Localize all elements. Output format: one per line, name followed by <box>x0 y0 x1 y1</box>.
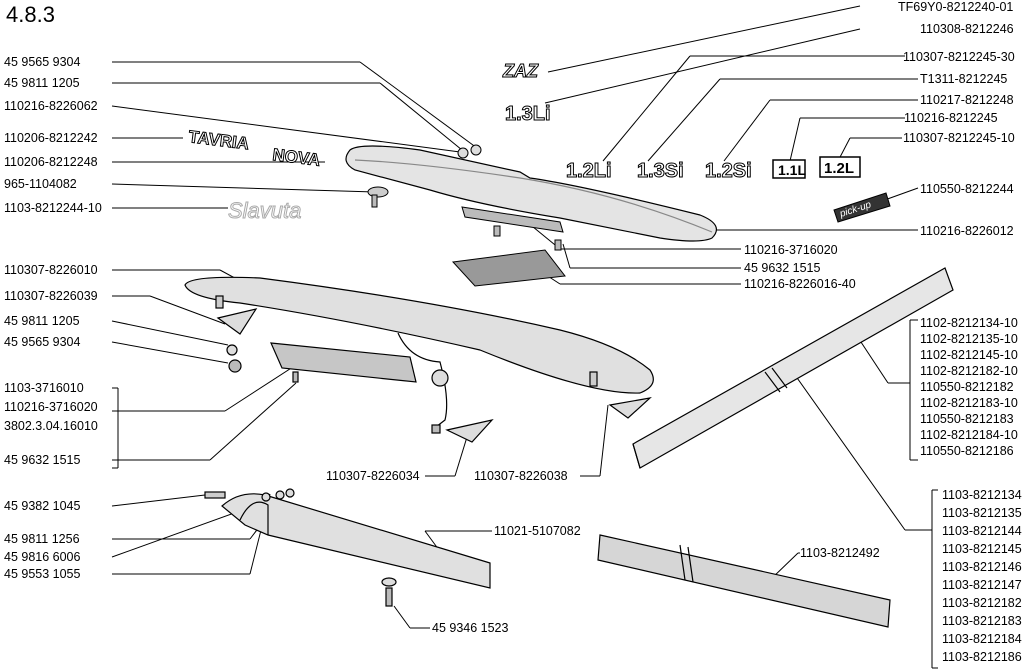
badge-slavuta: Slavuta <box>228 198 301 223</box>
group-right-a-item: 1102-8212145-10 <box>920 348 1018 362</box>
label-110206-8212248: 110206-8212248 <box>4 155 98 169</box>
label-110550-8212244: 110550-8212244 <box>920 182 1014 196</box>
badge-zaz: ZAZ <box>502 61 539 81</box>
label-110307-8226034: 110307-8226034 <box>326 469 420 483</box>
label-110216-8226012: 110216-8226012 <box>920 224 1014 238</box>
label-45-9553-1055: 45 9553 1055 <box>4 567 81 581</box>
label-45-9811-1205-top: 45 9811 1205 <box>4 76 80 90</box>
trim-strip-lower <box>597 534 891 628</box>
label-110216-3716020: 110216-3716020 <box>744 243 838 257</box>
group-left-part-numbers: 1103-3716010 110216-3716020 3802.3.04.16… <box>4 379 98 436</box>
label-45-9811-1205-mid: 45 9811 1205 <box>4 314 80 328</box>
label-110216-8212245: 110216-8212245 <box>904 111 998 125</box>
label-965-1104082: 965-1104082 <box>4 177 77 191</box>
group-left-item: 110216-3716020 <box>4 399 98 414</box>
label-110216-8226062: 110216-8226062 <box>4 99 98 113</box>
group-right-b-item: 1103-8212144 <box>942 524 1022 538</box>
label-110308-8212246: 110308-8212246 <box>920 22 1014 36</box>
label-45-9816-6006: 45 9816 6006 <box>4 550 81 564</box>
badge-13li: 1.3Li <box>505 103 551 125</box>
label-45-9565-9304-top: 45 9565 9304 <box>4 55 81 69</box>
label-45-9632-1515-top: 45 9632 1515 <box>744 261 821 275</box>
badge-pickup: pick-up <box>833 192 891 223</box>
label-45-9565-9304-mid: 45 9565 9304 <box>4 335 81 349</box>
label-1103-8212492: 1103-8212492 <box>800 546 880 560</box>
label-110307-8226038: 110307-8226038 <box>474 469 568 483</box>
group-right-a-item: 110550-8212186 <box>920 444 1014 458</box>
section-number: 4.8.3 <box>6 2 55 27</box>
label-45-9346-1523: 45 9346 1523 <box>432 621 509 635</box>
group-right-b-part-numbers: 1103-8212134 1103-8212135 1103-8212144 1… <box>942 486 1022 666</box>
group-right-b-item: 1103-8212183 <box>942 614 1022 628</box>
label-45-9632-1515-mid: 45 9632 1515 <box>4 453 81 467</box>
svg-text:1.2L: 1.2L <box>824 160 854 177</box>
trim-strip-upper <box>632 267 954 469</box>
group-right-b-item: 1103-8212184 <box>942 632 1022 646</box>
label-45-9382-1045: 45 9382 1045 <box>4 499 81 513</box>
badge-13si: 1.3Si <box>637 160 684 182</box>
badge-tavria: TAVRIA <box>188 127 251 153</box>
svg-text:1.1L: 1.1L <box>778 162 806 178</box>
group-right-b-item: 1103-8212186 <box>942 650 1022 664</box>
group-right-b-item: 1103-8212182 <box>942 596 1022 610</box>
group-left-item: 1103-3716010 <box>4 381 84 395</box>
group-right-a-item: 1102-8212182-10 <box>920 364 1018 378</box>
group-right-a-item: 1102-8212183-10 <box>920 396 1018 410</box>
label-t1311: T1311-8212245 <box>920 72 1008 86</box>
label-110217-8212248: 110217-8212248 <box>920 93 1014 107</box>
label-110216-8226016-40: 110216-8226016-40 <box>744 277 856 291</box>
upper-spoiler <box>345 145 718 242</box>
group-right-a-item: 110550-8212183 <box>920 412 1014 426</box>
main-spoiler <box>184 276 654 443</box>
group-right-a-item: 1102-8212184-10 <box>920 428 1018 442</box>
badge-11l: 1.1L <box>772 159 806 179</box>
badge-12si: 1.2Si <box>705 160 752 182</box>
label-110206-8212242: 110206-8212242 <box>4 131 98 145</box>
label-45-9811-1256: 45 9811 1256 <box>4 532 80 546</box>
badge-12li: 1.2Li <box>566 160 612 182</box>
label-110307-8212245-10: 110307-8212245-10 <box>903 131 1015 145</box>
group-right-a-item: 110550-8212182 <box>920 380 1014 394</box>
label-110307-8212245-30: 110307-8212245-30 <box>903 50 1015 64</box>
label-tf69y0: TF69Y0-8212240-01 <box>898 0 1014 14</box>
group-right-a-item: 1102-8212134-10 <box>920 316 1018 330</box>
label-110307-8226010: 110307-8226010 <box>4 263 98 277</box>
group-right-b-item: 1103-8212135 <box>942 506 1022 520</box>
group-right-b-item: 1103-8212134 <box>942 488 1022 502</box>
badge-nova: NOVA <box>272 145 322 170</box>
group-right-b-item: 1103-8212147 <box>942 578 1022 592</box>
group-right-a-item: 1102-8212135-10 <box>920 332 1018 346</box>
group-right-a-part-numbers: 1102-8212134-10 1102-8212135-10 1102-821… <box>920 315 1018 459</box>
group-right-b-item: 1103-8212146 <box>942 560 1022 574</box>
group-left-item: 3802.3.04.16010 <box>4 418 98 433</box>
badge-12l: 1.2L <box>819 156 861 178</box>
lower-bracket <box>204 488 491 607</box>
label-110307-8226039: 110307-8226039 <box>4 289 98 303</box>
label-11021-5107082: 11021-5107082 <box>494 524 581 538</box>
group-right-b-item: 1103-8212145 <box>942 542 1022 556</box>
label-1103-8212244-10: 1103-8212244-10 <box>4 201 102 215</box>
